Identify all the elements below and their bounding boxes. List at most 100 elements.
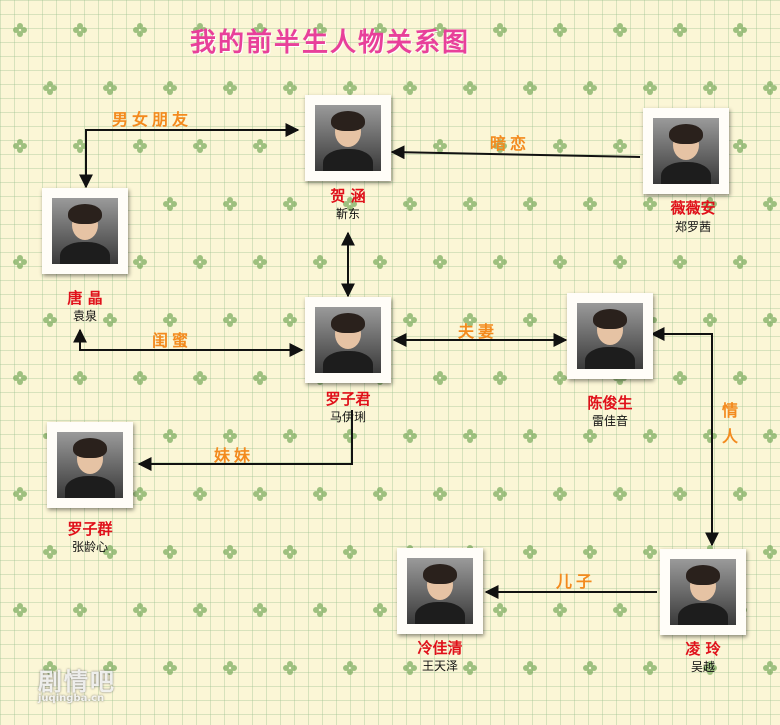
- clover-icon: [433, 139, 447, 153]
- clover-icon: [433, 23, 447, 37]
- person-name-chen: 陈俊生: [587, 394, 633, 412]
- clover-icon: [163, 545, 177, 559]
- clover-icon: [733, 23, 747, 37]
- clover-icon: [283, 313, 297, 327]
- clover-icon: [763, 197, 777, 211]
- person-photo-wei: [643, 108, 729, 194]
- clover-icon: [553, 371, 567, 385]
- clover-icon: [643, 81, 657, 95]
- clover-icon: [43, 81, 57, 95]
- clover-icon: [313, 255, 327, 269]
- clover-icon: [253, 487, 267, 501]
- clover-icon: [343, 661, 357, 675]
- clover-icon: [13, 487, 27, 501]
- clover-icon: [253, 255, 267, 269]
- clover-icon: [13, 371, 27, 385]
- clover-icon: [733, 255, 747, 269]
- clover-icon: [223, 661, 237, 675]
- clover-icon: [523, 313, 537, 327]
- clover-icon: [493, 255, 507, 269]
- relation-label-lover: 情人: [719, 402, 738, 454]
- clover-icon: [103, 81, 117, 95]
- clover-icon: [493, 371, 507, 385]
- clover-icon: [763, 429, 777, 443]
- clover-icon: [523, 429, 537, 443]
- edge-crush: [390, 145, 641, 160]
- clover-icon: [553, 139, 567, 153]
- clover-icon: [463, 81, 477, 95]
- clover-icon: [313, 603, 327, 617]
- person-actor-chen: 雷佳音: [591, 414, 628, 428]
- diagram-title: 我的前半生人物关系图: [190, 28, 471, 58]
- person-photo-leng: [397, 548, 483, 634]
- clover-icon: [613, 603, 627, 617]
- clover-icon: [223, 313, 237, 327]
- clover-icon: [13, 139, 27, 153]
- clover-icon: [433, 371, 447, 385]
- clover-icon: [223, 81, 237, 95]
- person-name-wei: 薇薇安: [670, 199, 716, 217]
- clover-icon: [343, 197, 357, 211]
- clover-icon: [403, 429, 417, 443]
- person-photo-luozijun: [305, 297, 391, 383]
- clover-icon: [733, 139, 747, 153]
- clover-icon: [583, 545, 597, 559]
- relation-label-boyfriend: 男女朋友: [112, 110, 193, 129]
- edge-sister: [137, 410, 353, 471]
- clover-icon: [553, 487, 567, 501]
- clover-icon: [373, 487, 387, 501]
- clover-icon: [643, 545, 657, 559]
- clover-icon: [73, 23, 87, 37]
- portrait-icon: [577, 303, 643, 369]
- person-name-he: 贺 涵: [330, 187, 366, 205]
- person-actor-luoziqun: 张龄心: [71, 540, 108, 554]
- clover-icon: [133, 371, 147, 385]
- edge-lover: [650, 327, 719, 547]
- clover-icon: [403, 661, 417, 675]
- clover-icon: [523, 545, 537, 559]
- clover-icon: [163, 81, 177, 95]
- clover-icon: [103, 661, 117, 675]
- clover-icon: [763, 661, 777, 675]
- clover-icon: [103, 313, 117, 327]
- portrait-icon: [670, 559, 736, 625]
- clover-icon: [613, 487, 627, 501]
- person-photo-luoziqun: [47, 422, 133, 508]
- clover-icon: [193, 487, 207, 501]
- clover-icon: [133, 487, 147, 501]
- person-photo-tang: [42, 188, 128, 274]
- portrait-icon: [57, 432, 123, 498]
- portrait-icon: [52, 198, 118, 264]
- person-name-tang: 唐 晶: [67, 289, 103, 307]
- clover-icon: [403, 313, 417, 327]
- clover-icon: [73, 603, 87, 617]
- clover-icon: [763, 313, 777, 327]
- clover-icon: [253, 371, 267, 385]
- relation-label-spouse: 夫妻: [458, 322, 499, 341]
- clover-icon: [523, 81, 537, 95]
- portrait-icon: [315, 307, 381, 373]
- clover-icon: [613, 139, 627, 153]
- person-actor-he: 靳东: [335, 207, 360, 221]
- clover-icon: [223, 429, 237, 443]
- clover-icon: [283, 661, 297, 675]
- clover-icon: [763, 545, 777, 559]
- clover-icon: [133, 23, 147, 37]
- clover-icon: [283, 545, 297, 559]
- person-name-leng: 冷佳清: [417, 639, 463, 657]
- clover-icon: [673, 255, 687, 269]
- clover-icon: [643, 661, 657, 675]
- clover-icon: [103, 545, 117, 559]
- clover-icon: [583, 197, 597, 211]
- clover-icon: [283, 81, 297, 95]
- person-photo-chen: [567, 293, 653, 379]
- site-watermark: 剧情吧 juqingba.cn: [38, 662, 116, 704]
- edge-bestie: [73, 328, 304, 357]
- clover-icon: [493, 487, 507, 501]
- clover-icon: [193, 23, 207, 37]
- clover-icon: [583, 81, 597, 95]
- clover-icon: [553, 255, 567, 269]
- person-name-luoziqun: 罗子群: [67, 520, 113, 538]
- clover-icon: [193, 255, 207, 269]
